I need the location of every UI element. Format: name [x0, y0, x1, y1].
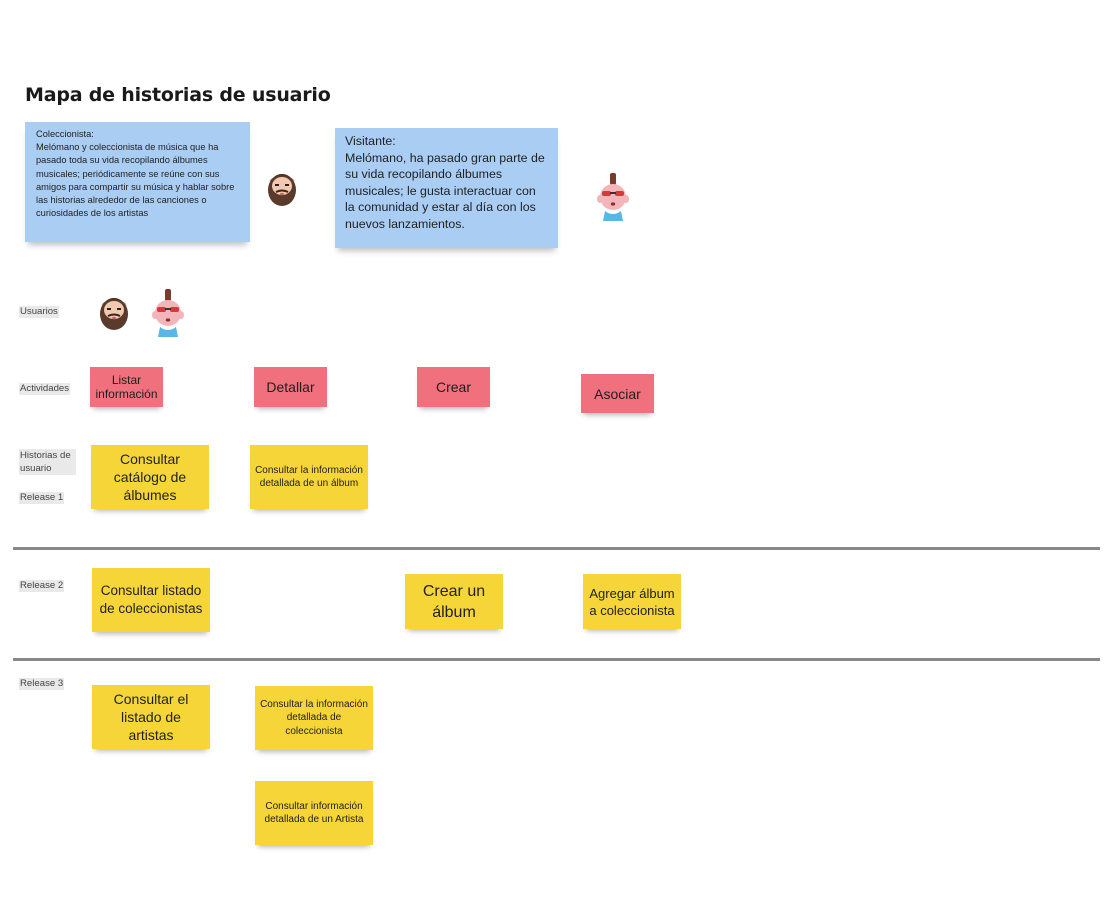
mohawk-person-icon [152, 289, 184, 337]
page-title: Mapa de historias de usuario [25, 84, 331, 106]
story-note-crear-album[interactable]: Crear un álbum [405, 574, 503, 629]
bearded-man-icon [268, 174, 296, 206]
row-label-actividades: Actividades [19, 383, 71, 395]
story-note-consultar-catalogo[interactable]: Consultar catálogo de álbumes [91, 445, 209, 509]
story-note-listado-artistas[interactable]: Consultar el listado de artistas [92, 685, 210, 749]
mohawk-person-icon [597, 173, 629, 221]
row-label-historias: Historias de usuario [19, 449, 76, 475]
activity-note-listar[interactable]: Listar información [90, 367, 163, 407]
row-label-release-1: Release 1 [19, 492, 65, 504]
row-label-release-3: Release 3 [19, 678, 65, 690]
persona-note-visitante[interactable]: Visitante: Melómano, ha pasado gran part… [335, 128, 558, 248]
story-note-detalle-coleccionista[interactable]: Consultar la información detallada de co… [255, 686, 373, 750]
story-note-listado-coleccionistas[interactable]: Consultar listado de coleccionistas [92, 568, 210, 632]
story-note-agregar-album[interactable]: Agregar álbum a coleccionista [583, 574, 681, 629]
story-note-detalle-album[interactable]: Consultar la información detallada de un… [250, 445, 368, 509]
persona-note-coleccionista[interactable]: Coleccionista: Melómano y coleccionista … [25, 122, 250, 242]
row-label-usuarios: Usuarios [19, 306, 59, 318]
release-divider [13, 547, 1100, 550]
row-label-release-2: Release 2 [19, 580, 65, 592]
story-note-detalle-artista[interactable]: Consultar información detallada de un Ar… [255, 781, 373, 845]
activity-note-crear[interactable]: Crear [417, 367, 490, 407]
release-divider [13, 658, 1100, 661]
activity-note-detallar[interactable]: Detallar [254, 367, 327, 407]
activity-note-asociar[interactable]: Asociar [581, 374, 654, 413]
bearded-man-icon [100, 298, 128, 330]
